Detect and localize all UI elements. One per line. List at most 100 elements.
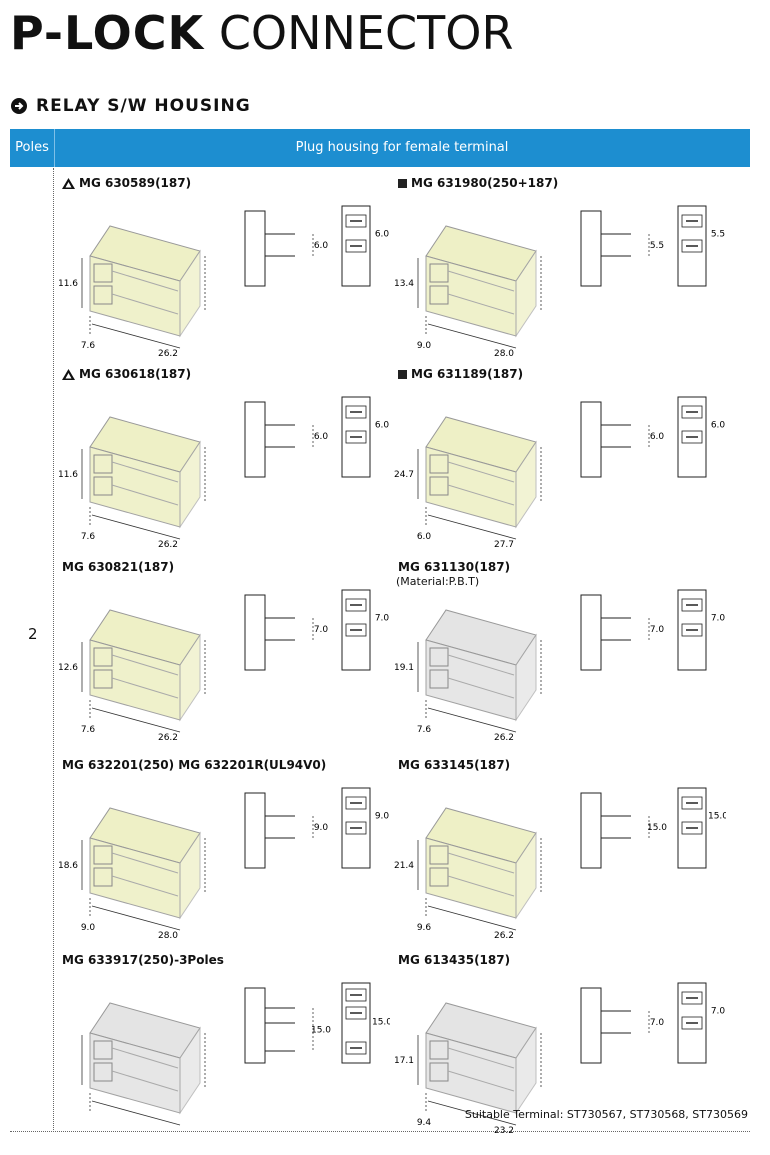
warning-triangle-icon <box>62 177 75 189</box>
column-divider <box>53 168 54 1130</box>
title-light: CONNECTOR <box>218 6 514 60</box>
dim-length: 26.2 <box>494 931 514 941</box>
dim-width: 9.0 <box>81 923 96 933</box>
housing-drawing <box>417 807 542 931</box>
table-bottom-border <box>10 1131 750 1132</box>
product-label: MG 633145(187) <box>398 758 510 772</box>
dim-height: 12.6 <box>58 663 78 673</box>
product-label: MG 632201(250) MG 632201R(UL94V0) <box>62 758 326 772</box>
dim-length: 23.2 <box>494 1126 514 1136</box>
product-code: MG 630589(187) <box>79 176 192 190</box>
housing-drawing <box>81 225 206 349</box>
housing-drawing <box>417 225 542 349</box>
housing-drawing <box>417 416 542 540</box>
product-drawing: 19.126.27.67.07.0 <box>394 589 725 743</box>
housing-drawing <box>81 609 206 733</box>
pitch-label-front: 7.0 <box>711 1007 726 1017</box>
side-view-drawing <box>580 792 650 869</box>
product-code: MG 632201(250) MG 632201R(UL94V0) <box>62 758 327 772</box>
dim-length: 27.7 <box>494 540 514 550</box>
product-label: MG 630618(187) <box>62 367 191 381</box>
product-label: MG 631130(187) <box>398 560 510 574</box>
product-label: MG 613435(187) <box>398 953 510 967</box>
dim-width: 7.6 <box>81 725 96 735</box>
pitch-label-side: 6.0 <box>314 241 329 251</box>
product-drawing: 21.426.29.615.015.0 <box>394 787 726 941</box>
dim-length: 26.2 <box>494 733 514 743</box>
dim-height: 11.6 <box>58 470 78 480</box>
product-label: MG 631189(187) <box>398 367 523 381</box>
product-label: MG 633917(250)-3Poles <box>62 953 224 967</box>
dim-length: 26.2 <box>158 349 178 359</box>
front-view-drawing <box>341 396 371 478</box>
housing-drawing <box>81 416 206 540</box>
title-bold: P-LOCK <box>10 6 205 60</box>
dim-height: 19.1 <box>394 663 414 673</box>
product-code: MG 613435(187) <box>398 953 511 967</box>
pitch-label-side: 15.0 <box>647 823 667 833</box>
dim-height: 17.1 <box>394 1056 414 1066</box>
warning-triangle-icon <box>62 368 75 380</box>
housing-drawing <box>81 1002 206 1126</box>
product-code: MG 631130(187) <box>398 560 511 574</box>
side-view-drawing <box>244 401 314 478</box>
pitch-label-side: 15.0 <box>311 1026 331 1036</box>
product-code: MG 631980(250+187) <box>411 176 559 190</box>
pitch-label-front: 6.0 <box>375 421 390 431</box>
product-drawing: 18.628.09.09.09.0 <box>58 787 389 941</box>
product-drawing: 24.727.76.06.06.0 <box>394 396 726 550</box>
product-label: MG 630589(187) <box>62 176 191 190</box>
pitch-label-side: 9.0 <box>314 823 329 833</box>
pitch-label-front: 7.0 <box>375 614 390 624</box>
pitch-label-side: 6.0 <box>650 432 665 442</box>
dim-width: 7.6 <box>81 532 96 542</box>
product-drawing: 17.123.29.47.07.0 <box>394 982 726 1136</box>
side-view-drawing <box>580 987 650 1064</box>
product-drawing: 11.626.27.66.06.0 <box>58 205 389 359</box>
pitch-label-side: 7.0 <box>650 625 665 635</box>
pitch-label-side: 6.0 <box>314 432 329 442</box>
pitch-label-front: 6.0 <box>711 421 726 431</box>
poles-header: Poles <box>15 140 49 155</box>
product-label: MG 630821(187) <box>62 560 174 574</box>
dim-length: 28.0 <box>494 349 514 359</box>
product-label: MG 631980(250+187) <box>398 176 558 190</box>
section-title: RELAY S/W HOUSING <box>36 96 251 116</box>
side-view-drawing <box>244 792 314 869</box>
square-bullet-icon <box>398 369 407 379</box>
dim-height: 21.4 <box>394 861 414 871</box>
square-bullet-icon <box>398 178 407 188</box>
dim-width: 9.6 <box>417 923 432 933</box>
product-code: MG 631189(187) <box>411 367 524 381</box>
suitable-terminal-note: Suitable Terminal: ST730567, ST730568, S… <box>464 1108 748 1121</box>
dim-width: 7.6 <box>417 725 432 735</box>
dim-height: 11.6 <box>58 279 78 289</box>
dim-width: 9.0 <box>417 341 432 351</box>
side-view-drawing <box>244 210 314 287</box>
side-view-drawing <box>580 594 650 671</box>
description-header: Plug housing for female terminal <box>295 140 509 155</box>
product-drawing: 11.6 26.2 7.6 6.0 6.0 <box>58 396 390 550</box>
front-view-drawing <box>341 205 371 287</box>
arrow-circle-icon <box>11 98 27 114</box>
front-view-drawing <box>677 396 707 478</box>
dim-length: 26.2 <box>158 540 178 550</box>
housing-drawing <box>417 609 542 733</box>
header-divider <box>54 129 55 167</box>
front-view-drawing <box>341 982 371 1064</box>
front-view-drawing <box>341 787 371 869</box>
front-view-drawing <box>677 205 707 287</box>
table-header: Poles Plug housing for female terminal <box>10 129 750 167</box>
dim-length: 28.0 <box>158 931 178 941</box>
front-view-drawing <box>341 589 371 671</box>
product-code: MG 633917(250)-3Poles <box>62 953 224 967</box>
dim-height: 13.4 <box>394 279 414 289</box>
side-view-drawing <box>244 987 314 1064</box>
dim-height: 24.7 <box>394 470 414 480</box>
dim-width: 7.6 <box>81 341 96 351</box>
product-drawing: 15.015.0 <box>81 982 390 1126</box>
product-drawing: 12.626.27.67.07.0 <box>58 589 390 743</box>
front-view-drawing <box>677 589 707 671</box>
product-code: MG 630821(187) <box>62 560 175 574</box>
product-code: MG 630618(187) <box>79 367 192 381</box>
